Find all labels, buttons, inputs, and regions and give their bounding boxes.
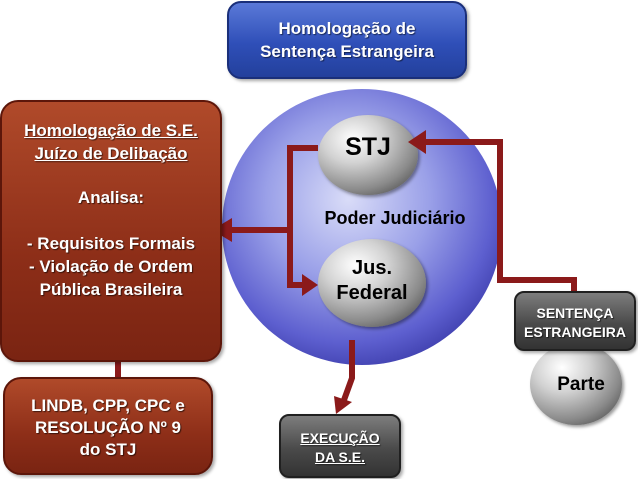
- left-analysis-box: Homologação de S.E. Juízo de Delibação A…: [0, 100, 222, 362]
- arrowhead-jus-federal: [302, 274, 318, 296]
- left-box-item2: - Violação de Ordem: [28, 257, 194, 276]
- arrowhead-execution: [334, 396, 352, 414]
- law-box-line2: RESOLUÇÃO Nº 9: [34, 418, 181, 437]
- law-box-line1: LINDB, CPP, CPC e: [31, 396, 185, 415]
- arrow-stj-to-left-box: [232, 145, 318, 233]
- left-box-subtitle: Analisa:: [77, 188, 145, 207]
- jus-label-line1: Jus.: [351, 257, 393, 279]
- left-box-title2: Juízo de Delibação: [34, 144, 188, 163]
- arrow-jus-to-execution: [341, 340, 355, 402]
- execution-box-line1: EXECUÇÃO: [300, 430, 380, 446]
- left-box-item1: - Requisitos Formais: [26, 234, 196, 253]
- arrow-sentence-to-stj: [425, 139, 577, 292]
- arrowhead-left-box: [212, 218, 232, 242]
- left-box-item3: Pública Brasileira: [39, 280, 183, 299]
- arrow-to-jus-federal: [287, 230, 304, 288]
- execution-box-line2: DA S.E.: [314, 449, 366, 465]
- top-homologation-box: Homologação de Sentença Estrangeira: [227, 1, 467, 79]
- stj-sphere: [318, 115, 418, 195]
- judiciary-label: Poder Judiciário: [324, 208, 466, 228]
- sentence-box-line2: ESTRANGEIRA: [524, 324, 626, 340]
- foreign-sentence-box: SENTENÇA ESTRANGEIRA: [514, 291, 636, 351]
- jus-label-line2: Federal: [336, 282, 408, 304]
- law-box-line3: do STJ: [79, 440, 137, 459]
- party-label: Parte: [557, 374, 605, 395]
- sentence-box-line1: SENTENÇA: [536, 305, 614, 321]
- top-box-line2: Sentença Estrangeira: [260, 42, 434, 61]
- arrowhead-stj: [408, 130, 426, 154]
- left-box-title1: Homologação de S.E.: [24, 121, 198, 140]
- stj-label: STJ: [345, 133, 391, 161]
- jus-federal-label: Jus. Federal: [318, 256, 426, 306]
- execution-box: EXECUÇÃO DA S.E.: [279, 414, 401, 478]
- jus-federal-sphere: [318, 239, 426, 327]
- law-reference-box: LINDB, CPP, CPC e RESOLUÇÃO Nº 9 do STJ: [3, 377, 213, 475]
- party-sphere: [530, 343, 622, 425]
- top-box-line1: Homologação de: [278, 19, 416, 38]
